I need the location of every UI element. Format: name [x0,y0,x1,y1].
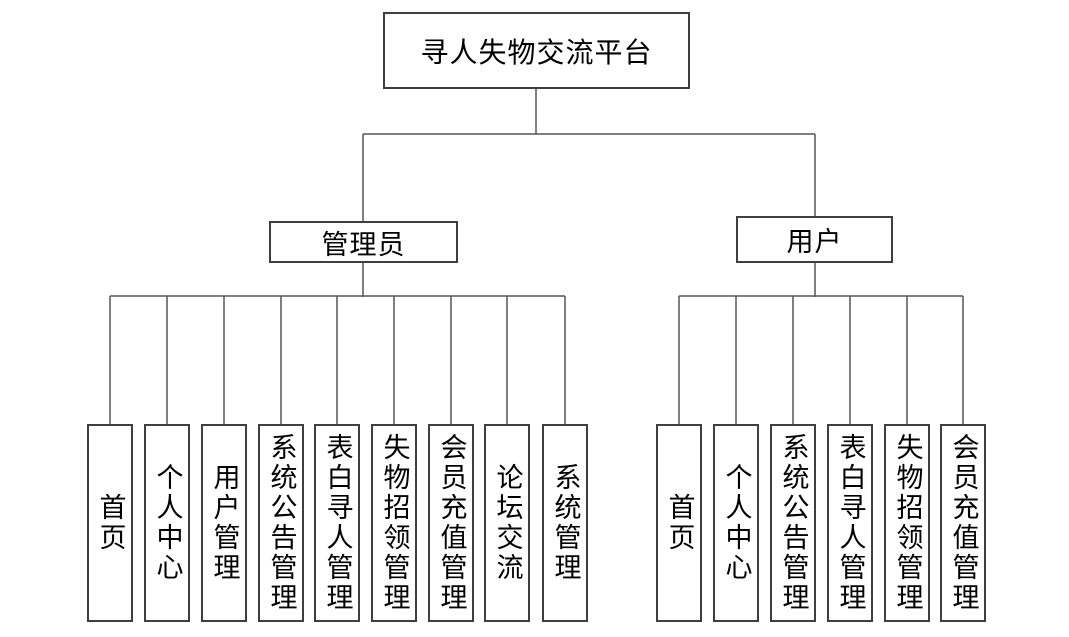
root-node-label: 寻人失物交流平台 [420,36,653,68]
branch-node-admin: 管理员 [269,221,458,263]
leaf-node-label: 系统公告管理 [778,433,809,613]
leaf-node-label: 会员充值管理 [436,433,467,613]
leaf-node-label: 论坛交流 [492,463,523,583]
leaf-node-label: 失物招领管理 [892,433,923,613]
leaf-node-label: 用户管理 [209,463,240,583]
leaf-node-label: 失物招领管理 [379,433,410,613]
leaf-node: 失物招领管理 [884,424,930,622]
leaf-node-label: 表白寻人管理 [322,433,353,613]
leaf-node: 会员充值管理 [940,424,986,622]
leaf-node-label: 表白寻人管理 [835,433,866,613]
leaf-node-label: 系统管理 [550,463,581,583]
leaf-node: 首页 [656,424,702,622]
leaf-node: 系统管理 [542,424,588,622]
leaf-node-label: 个人中心 [721,463,752,583]
leaf-node: 表白寻人管理 [827,424,873,622]
leaf-node: 表白寻人管理 [314,424,360,622]
leaf-node: 失物招领管理 [371,424,417,622]
leaf-node-label: 首页 [664,493,695,553]
leaf-node-label: 会员充值管理 [948,433,979,613]
leaf-node: 个人中心 [713,424,759,622]
leaf-node: 个人中心 [144,424,190,622]
leaf-node: 系统公告管理 [770,424,816,622]
leaf-node-label: 系统公告管理 [266,433,297,613]
branch-node-label: 管理员 [321,229,406,260]
leaf-node: 系统公告管理 [258,424,304,622]
leaf-node: 论坛交流 [484,424,530,622]
leaf-node: 会员充值管理 [428,424,474,622]
root-node: 寻人失物交流平台 [383,12,690,89]
leaf-node-label: 个人中心 [152,463,183,583]
branch-node-label: 用户 [786,227,843,257]
leaf-node: 用户管理 [201,424,247,622]
leaf-node-label: 首页 [95,493,126,553]
leaf-node: 首页 [87,424,133,622]
branch-node-user: 用户 [736,216,893,263]
